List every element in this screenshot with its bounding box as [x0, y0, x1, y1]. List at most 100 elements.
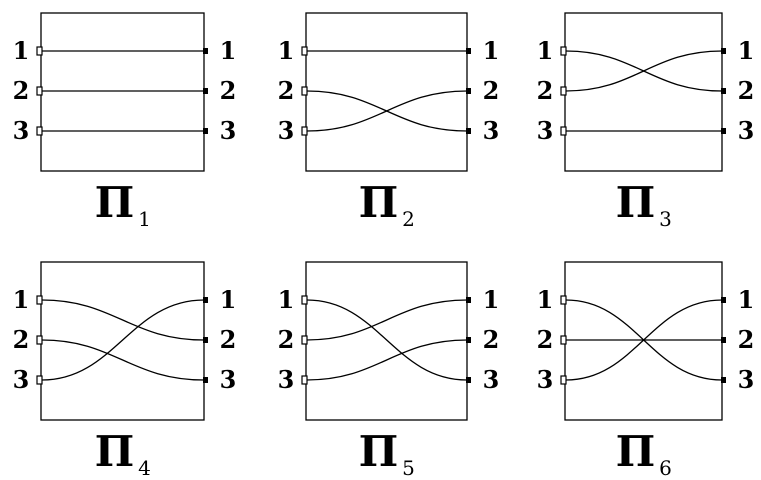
- right-terminal: [203, 337, 208, 343]
- right-number: 2: [483, 325, 500, 354]
- right-number: 1: [220, 285, 237, 314]
- diagram-label: П: [616, 427, 656, 476]
- left-terminal: [560, 335, 567, 345]
- left-terminal: [301, 126, 308, 136]
- left-terminal: [36, 295, 43, 305]
- diagram-frame: [40, 12, 205, 172]
- wire: [306, 299, 468, 341]
- right-number: 2: [483, 76, 500, 105]
- wire: [565, 50, 723, 92]
- left-number: 3: [278, 365, 295, 394]
- left-number: 3: [537, 365, 554, 394]
- diagram-label-subscript: 5: [402, 456, 415, 480]
- diagram-label: П: [616, 178, 656, 227]
- right-number: 3: [483, 116, 500, 145]
- wire: [41, 299, 205, 381]
- right-terminal: [203, 128, 208, 134]
- left-number: 2: [13, 76, 30, 105]
- diagram-frame: [305, 261, 468, 421]
- left-terminal: [301, 86, 308, 96]
- left-number: 2: [13, 325, 30, 354]
- wire: [41, 339, 205, 381]
- left-number: 3: [537, 116, 554, 145]
- left-number: 1: [278, 36, 295, 65]
- diagram-label-subscript: 4: [138, 456, 151, 480]
- right-terminal: [721, 297, 726, 303]
- left-terminal: [36, 46, 43, 56]
- wire: [41, 299, 205, 341]
- left-terminal: [36, 126, 43, 136]
- left-number: 2: [278, 76, 295, 105]
- right-number: 2: [220, 325, 237, 354]
- right-number: 2: [738, 76, 755, 105]
- right-terminal: [466, 337, 471, 343]
- right-terminal: [721, 48, 726, 54]
- left-terminal: [560, 46, 567, 56]
- right-terminal: [203, 88, 208, 94]
- left-number: 1: [13, 285, 30, 314]
- right-number: 1: [738, 36, 755, 65]
- left-number: 1: [537, 285, 554, 314]
- right-number: 3: [220, 365, 237, 394]
- right-terminal: [466, 48, 471, 54]
- left-terminal: [560, 295, 567, 305]
- diagram-label-subscript: 3: [659, 207, 672, 231]
- left-terminal: [301, 46, 308, 56]
- left-terminal: [301, 335, 308, 345]
- right-terminal: [721, 128, 726, 134]
- left-number: 3: [278, 116, 295, 145]
- left-number: 1: [13, 36, 30, 65]
- right-terminal: [466, 377, 471, 383]
- wire: [565, 299, 723, 381]
- left-number: 2: [537, 325, 554, 354]
- diagram-label: П: [359, 427, 399, 476]
- diagram-label-subscript: 6: [659, 456, 672, 480]
- diagram-label: П: [95, 178, 135, 227]
- right-number: 1: [220, 36, 237, 65]
- wire: [306, 90, 468, 132]
- right-terminal: [466, 297, 471, 303]
- right-number: 1: [738, 285, 755, 314]
- right-number: 3: [738, 365, 755, 394]
- diagram-label-subscript: 1: [138, 207, 151, 231]
- right-number: 3: [220, 116, 237, 145]
- left-terminal: [36, 375, 43, 385]
- right-terminal: [721, 377, 726, 383]
- right-number: 1: [483, 285, 500, 314]
- right-terminal: [203, 297, 208, 303]
- right-terminal: [721, 337, 726, 343]
- diagram-label: П: [359, 178, 399, 227]
- left-number: 3: [13, 365, 30, 394]
- right-terminal: [203, 48, 208, 54]
- right-terminal: [466, 88, 471, 94]
- right-number: 3: [738, 116, 755, 145]
- diagram-label: П: [95, 427, 135, 476]
- right-number: 2: [738, 325, 755, 354]
- diagram-frame: [564, 12, 723, 172]
- wire: [306, 299, 468, 381]
- left-terminal: [560, 375, 567, 385]
- left-terminal: [301, 295, 308, 305]
- right-terminal: [721, 88, 726, 94]
- right-terminal: [466, 128, 471, 134]
- left-terminal: [36, 86, 43, 96]
- left-terminal: [560, 86, 567, 96]
- right-number: 1: [483, 36, 500, 65]
- right-number: 2: [220, 76, 237, 105]
- left-number: 1: [278, 285, 295, 314]
- right-terminal: [203, 377, 208, 383]
- left-terminal: [560, 126, 567, 136]
- left-terminal: [301, 375, 308, 385]
- diagram-label-subscript: 2: [402, 207, 415, 231]
- left-number: 2: [278, 325, 295, 354]
- left-number: 1: [537, 36, 554, 65]
- wire: [306, 339, 468, 381]
- left-terminal: [36, 335, 43, 345]
